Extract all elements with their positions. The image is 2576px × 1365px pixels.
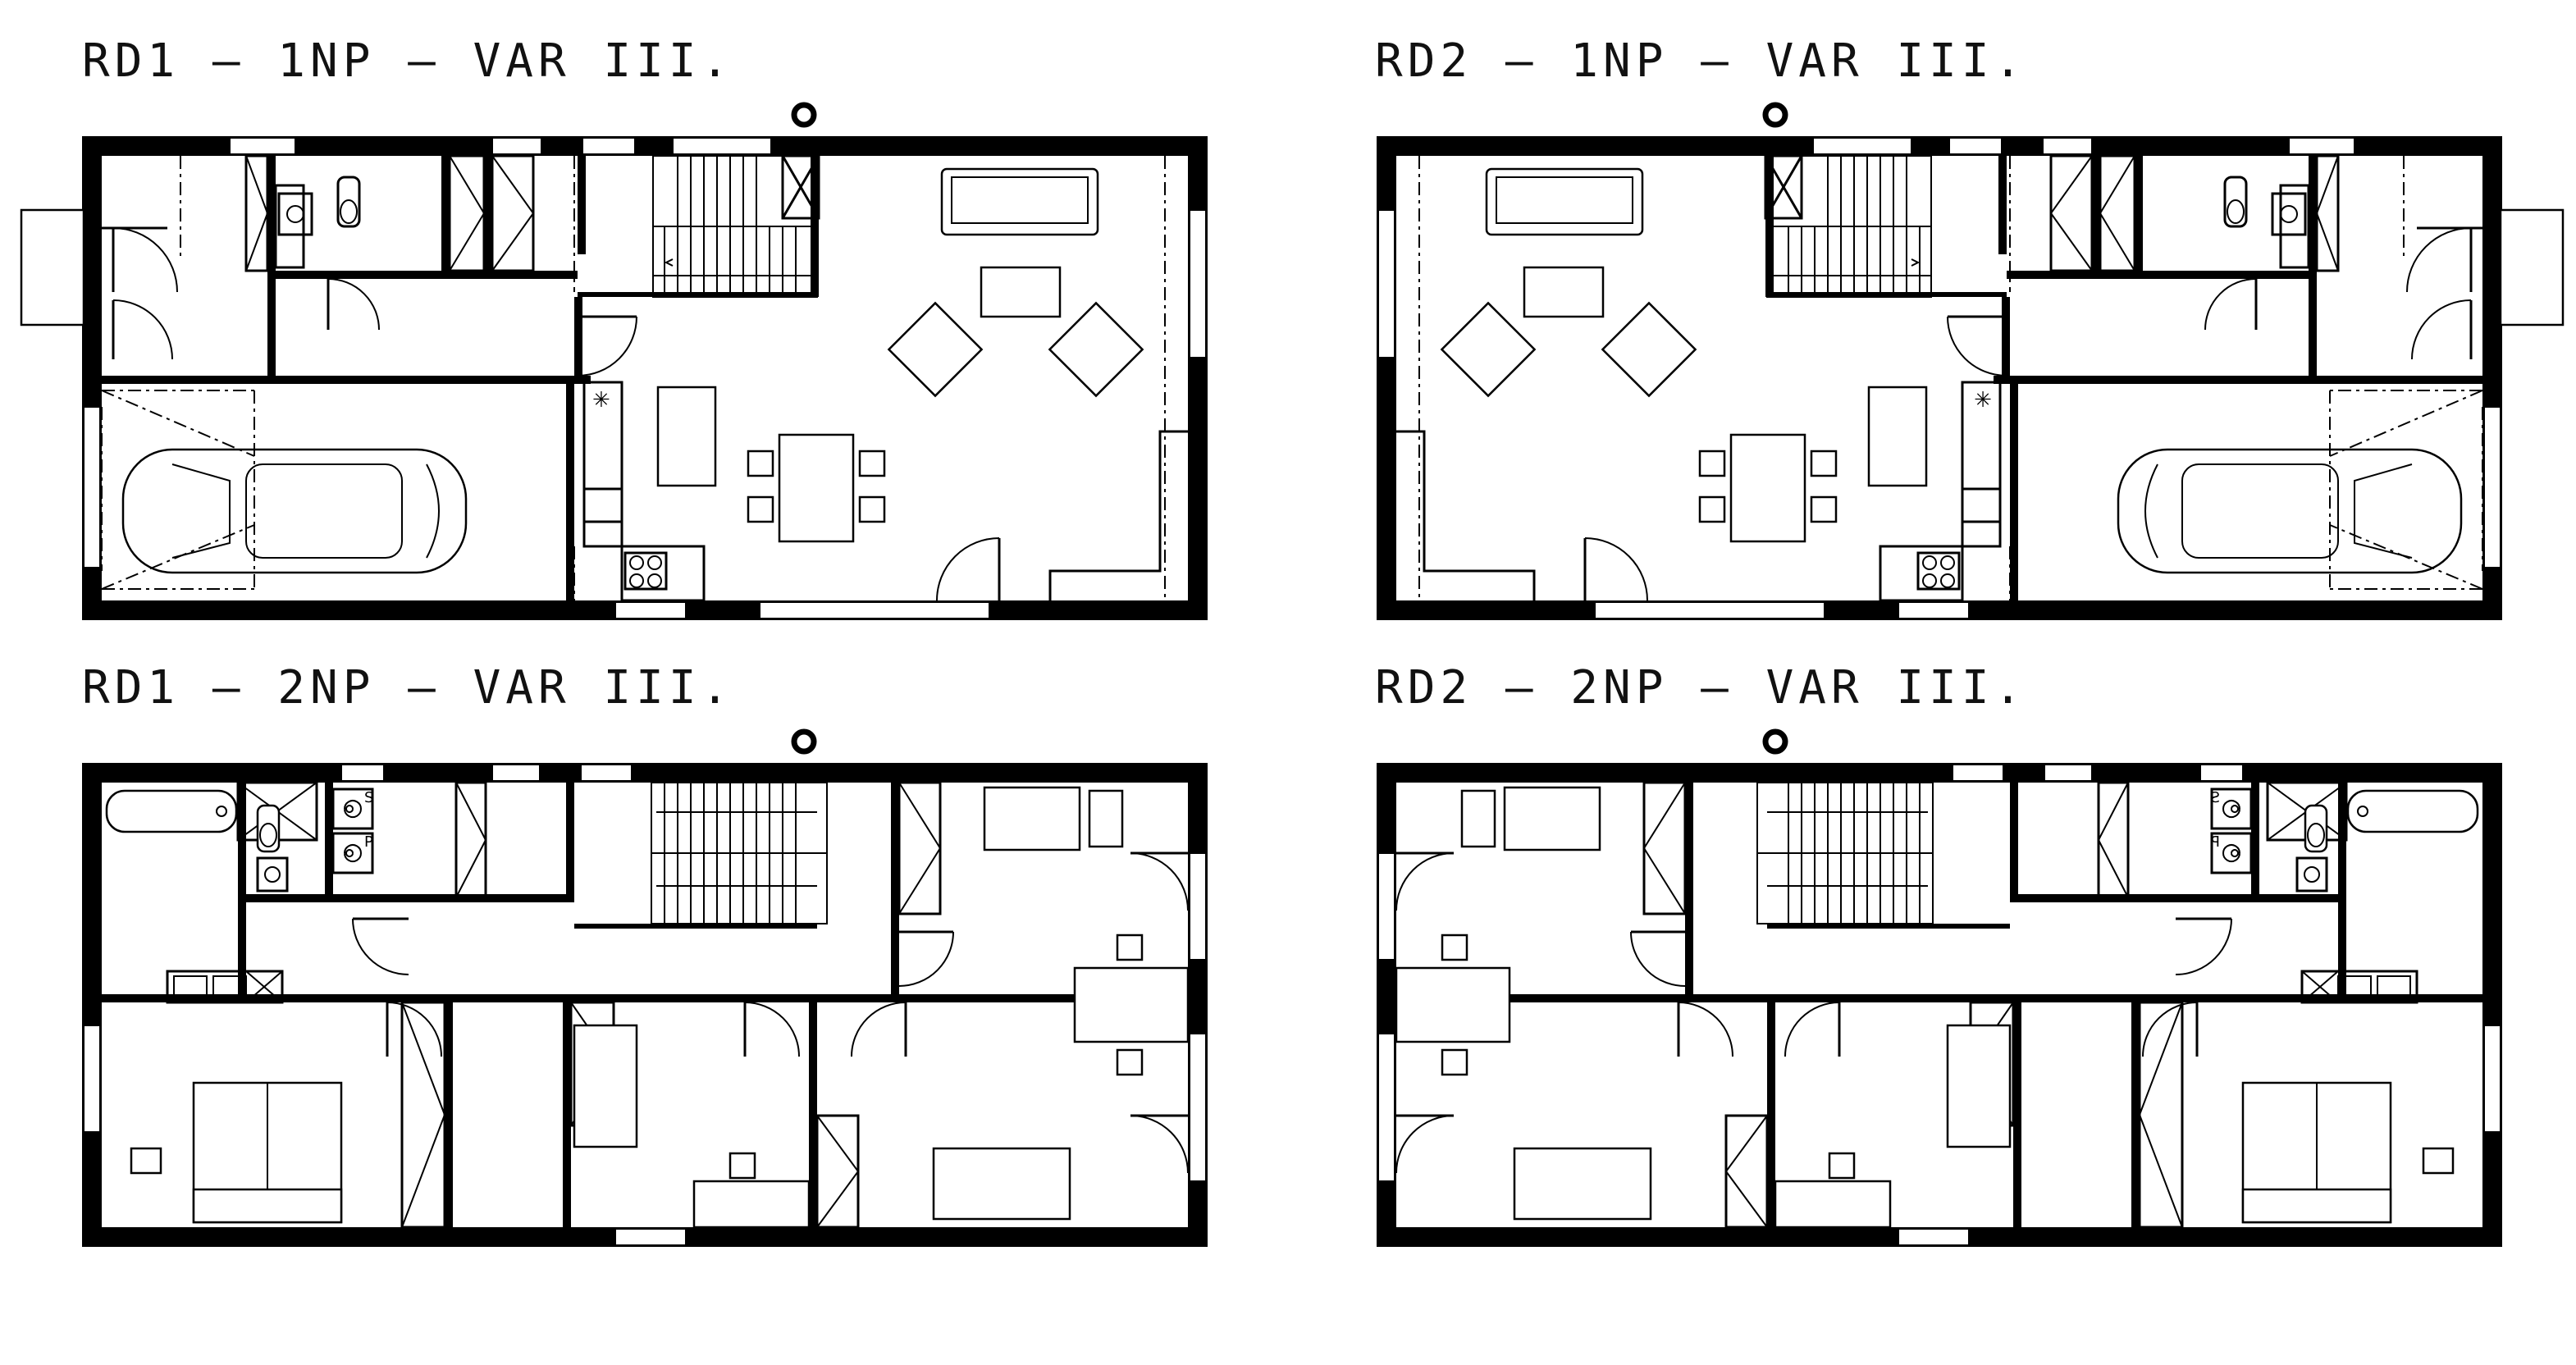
plan-title-rd2-1np: RD2 – 1NP – VAR III. xyxy=(1375,34,2027,88)
north-marker-rd1-2np xyxy=(791,728,817,755)
north-marker-rd1-1np xyxy=(791,102,817,128)
north-marker-rd2-2np xyxy=(1762,728,1788,755)
plan-title-rd1-2np: RD1 – 2NP – VAR III. xyxy=(82,661,734,714)
plan-rd2-1np xyxy=(1375,135,2565,622)
plan-title-rd2-2np: RD2 – 2NP – VAR III. xyxy=(1375,661,2027,714)
plan-rd1-1np xyxy=(20,135,1209,622)
north-marker-rd2-1np xyxy=(1762,102,1788,128)
plan-rd2-2np xyxy=(1375,761,2504,1249)
plan-rd1-2np xyxy=(80,761,1209,1249)
plan-title-rd1-1np: RD1 – 1NP – VAR III. xyxy=(82,34,734,88)
